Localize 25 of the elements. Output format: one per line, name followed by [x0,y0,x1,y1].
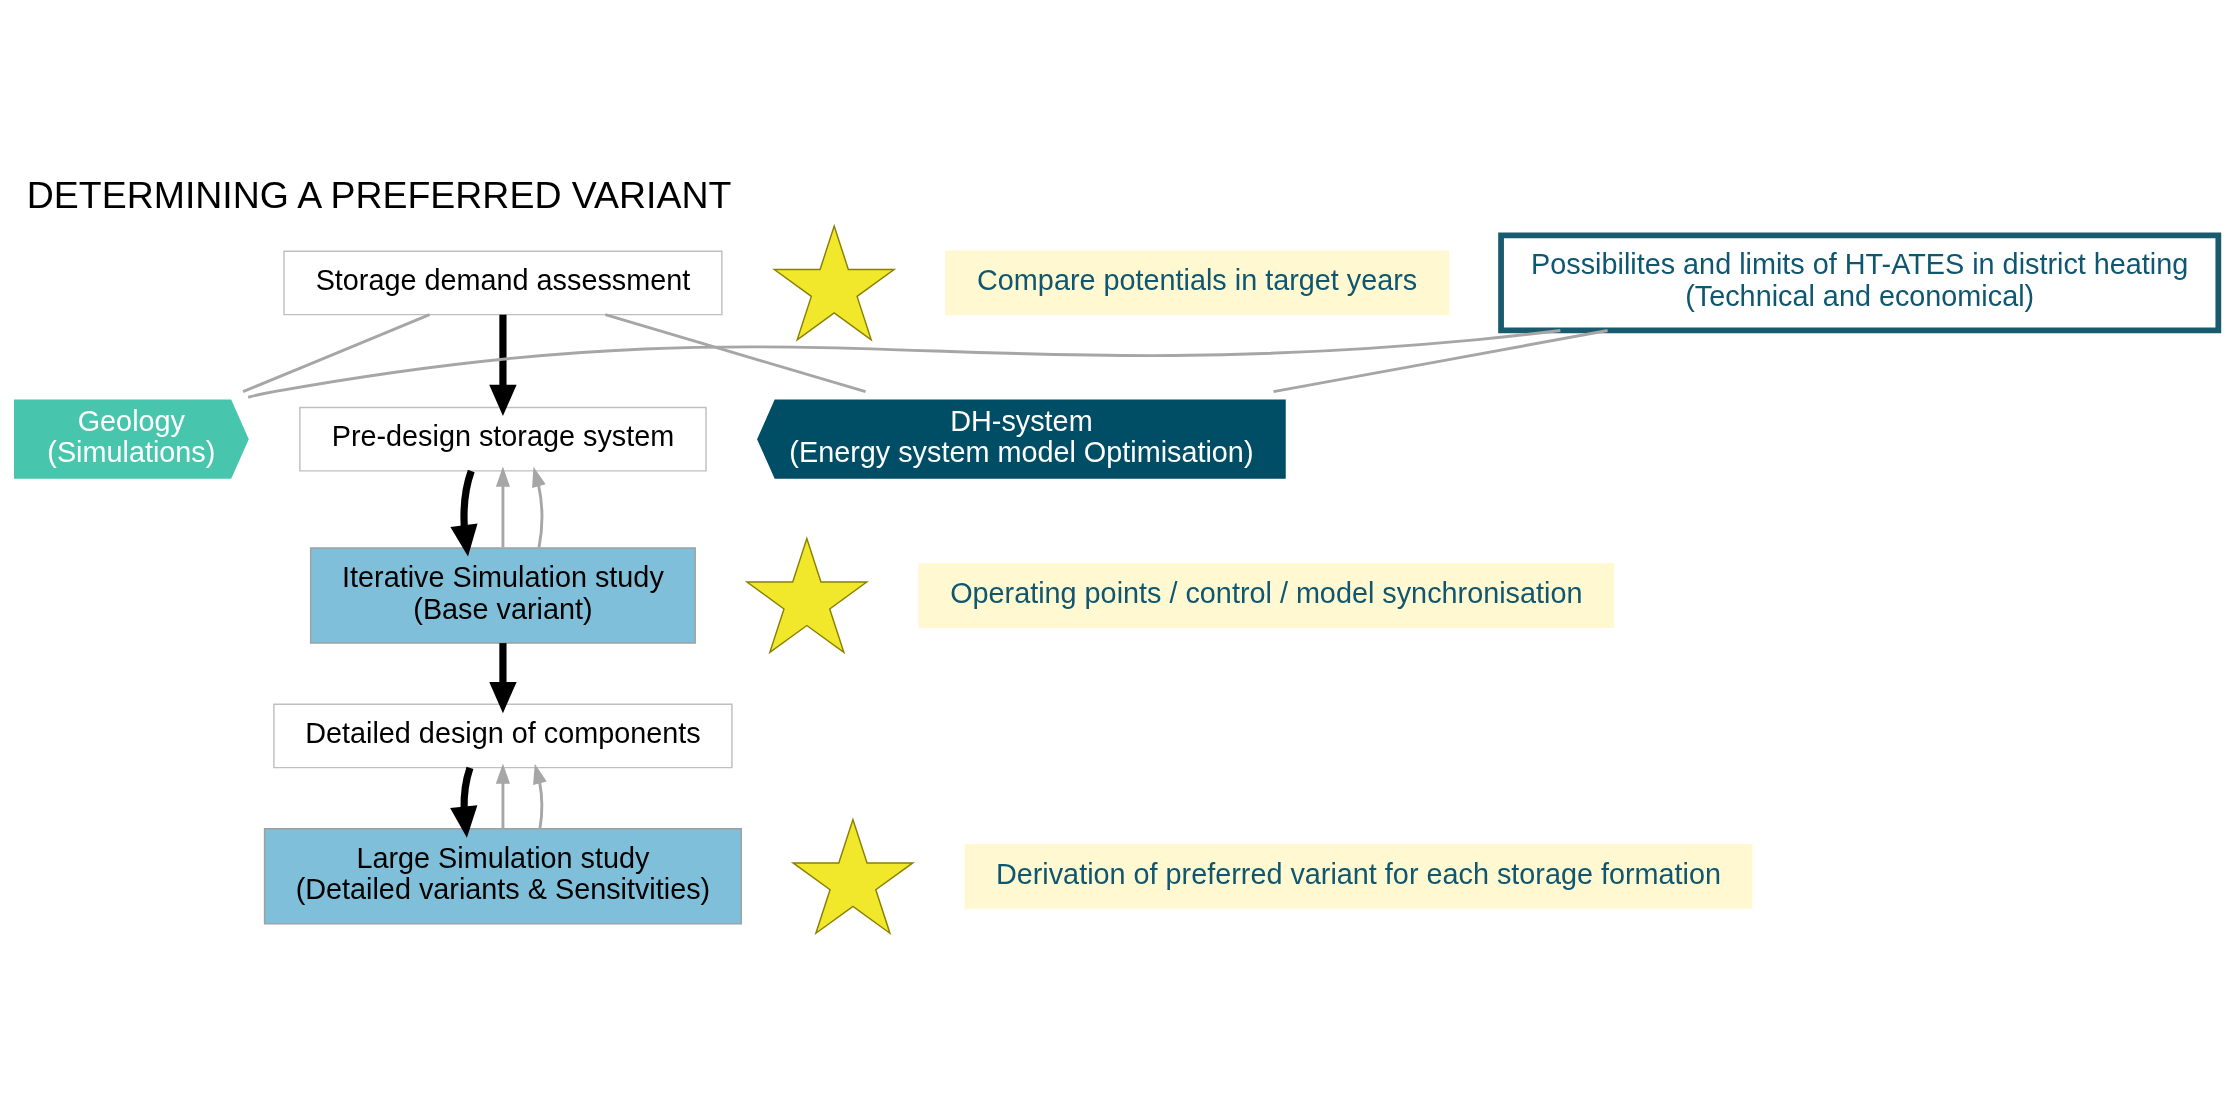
node-box: Pre-design storage system [299,406,707,472]
node-box: Detailed design of components [273,703,733,768]
node-star [772,223,897,342]
node-box: Iterative Simulation study (Base variant) [309,546,696,644]
connector [247,328,1561,399]
node-box: Operating points / control / model synchronisation [918,562,1615,628]
arrow [532,466,546,548]
connector [604,312,866,393]
arrow [533,763,547,829]
arrow [495,466,510,547]
node-star [744,535,869,654]
connector [242,312,431,393]
arrow [495,763,510,829]
arrow [450,469,478,556]
node-box: Possibilites and limits of HT-ATES in district heating (Technical and economical) [1498,232,2222,333]
node-star [790,816,915,935]
arrow [489,642,517,713]
node-box: Compare potentials in target years [945,250,1450,315]
arrow [489,314,517,416]
node-box: Large Simulation study (Detailed variants & Sensitvities) [263,827,742,925]
node-box: Derivation of preferred variant for each storage formation [964,843,1753,909]
connector [1273,328,1608,393]
node-box: Storage demand assessment [283,250,723,315]
diagram-title: DETERMINING A PREFERRED VARIANT [26,173,732,216]
arrow [450,766,478,838]
